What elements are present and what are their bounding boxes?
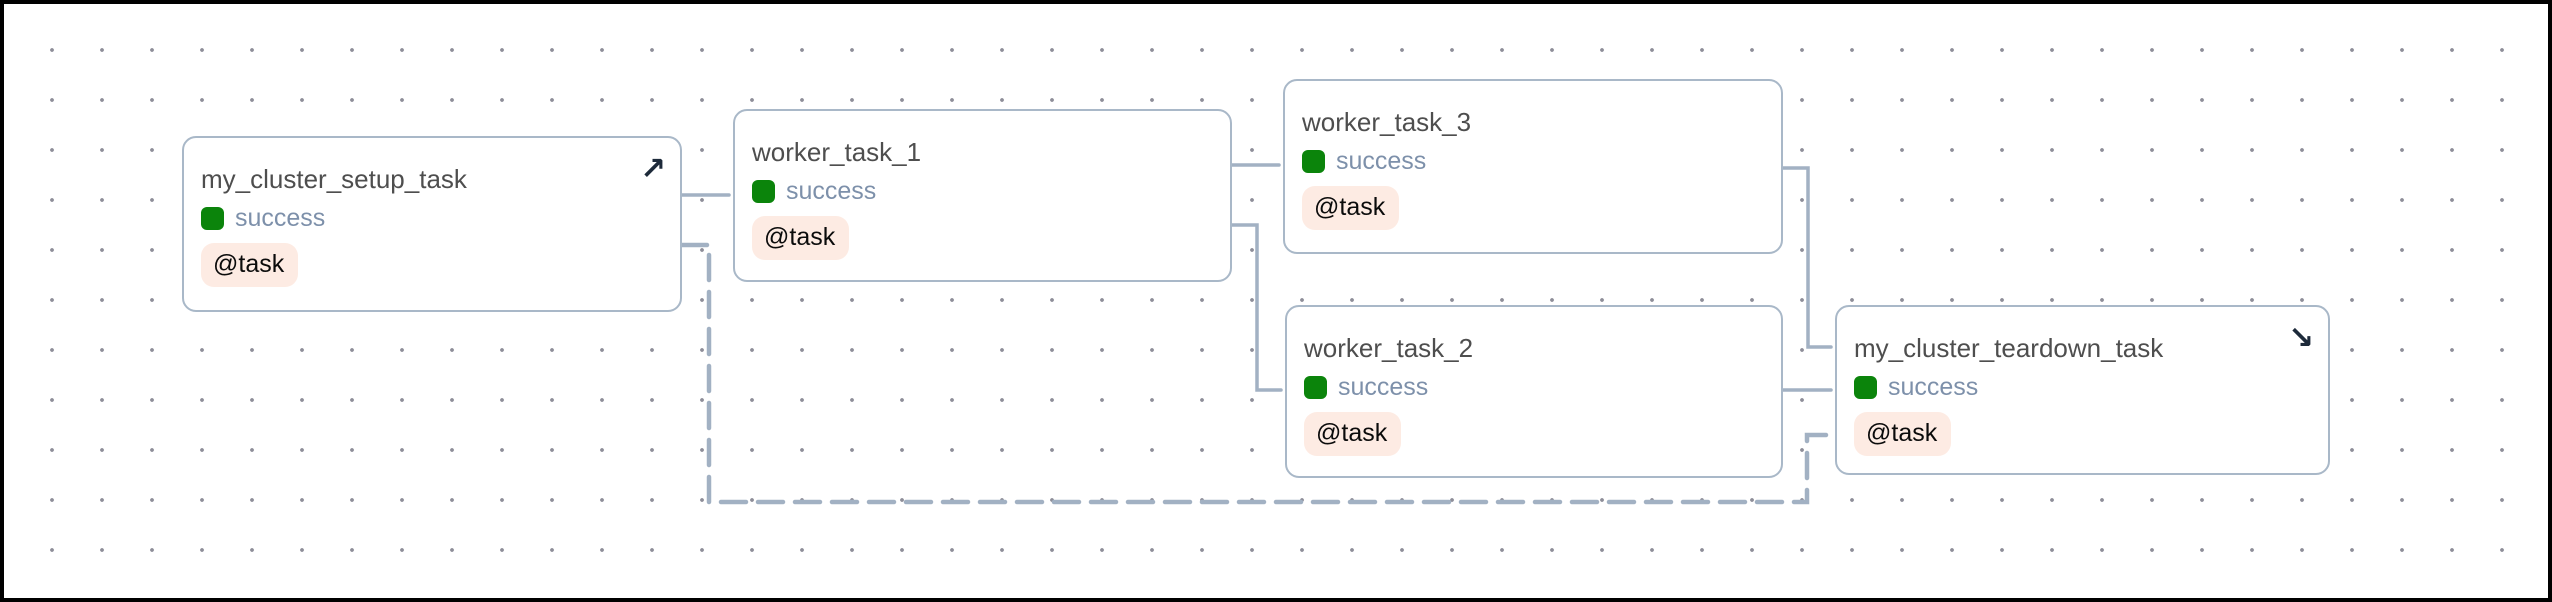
task-title: my_cluster_teardown_task: [1854, 333, 2164, 363]
status-success-icon: [201, 206, 224, 230]
task-node-my_cluster_teardown_task[interactable]: my_cluster_teardown_task ↘ success @task: [1835, 305, 2330, 475]
task-status-row: success: [1302, 146, 1765, 176]
status-success-icon: [1854, 375, 1877, 399]
task-decorator-badge: @task: [1302, 186, 1400, 230]
task-decorator-badge: @task: [1304, 412, 1402, 456]
task-decorator-badge: @task: [1854, 412, 1952, 456]
badge-row: @task: [1854, 412, 2312, 456]
task-decorator-badge: @task: [752, 216, 850, 260]
task-node-worker_task_3[interactable]: worker_task_3 success @task: [1283, 79, 1783, 254]
badge-row: @task: [752, 216, 1214, 260]
edge-worker1-to-worker2: [1226, 223, 1283, 392]
task-decorator-badge: @task: [201, 243, 299, 287]
badge-row: @task: [1304, 412, 1765, 456]
task-node-worker_task_1[interactable]: worker_task_1 success @task: [733, 109, 1232, 282]
task-title: my_cluster_setup_task: [201, 164, 467, 194]
task-status-row: success: [201, 203, 664, 233]
task-node-my_cluster_setup_task[interactable]: my_cluster_setup_task ↗ success @task: [182, 136, 682, 312]
badge-row: @task: [201, 243, 664, 287]
task-status-row: success: [1304, 372, 1765, 402]
status-success-icon: [752, 179, 775, 203]
badge-row: @task: [1302, 186, 1765, 230]
status-success-icon: [1304, 375, 1327, 399]
status-success-icon: [1302, 149, 1325, 173]
teardown-arrow-down-right-icon: ↘: [2288, 320, 2314, 355]
task-status-row: success: [752, 176, 1214, 206]
setup-arrow-up-right-icon: ↗: [640, 151, 666, 186]
status-label: success: [1888, 372, 1979, 401]
status-label: success: [1338, 372, 1429, 401]
edge-worker3-to-teardown: [1777, 166, 1833, 349]
task-node-worker_task_2[interactable]: worker_task_2 success @task: [1285, 305, 1783, 478]
task-title: worker_task_2: [1304, 333, 1474, 363]
status-label: success: [1336, 146, 1427, 175]
status-label: success: [786, 176, 877, 205]
task-title: worker_task_3: [1302, 107, 1472, 137]
status-label: success: [235, 203, 326, 232]
task-title: worker_task_1: [752, 137, 922, 167]
task-status-row: success: [1854, 372, 2312, 402]
